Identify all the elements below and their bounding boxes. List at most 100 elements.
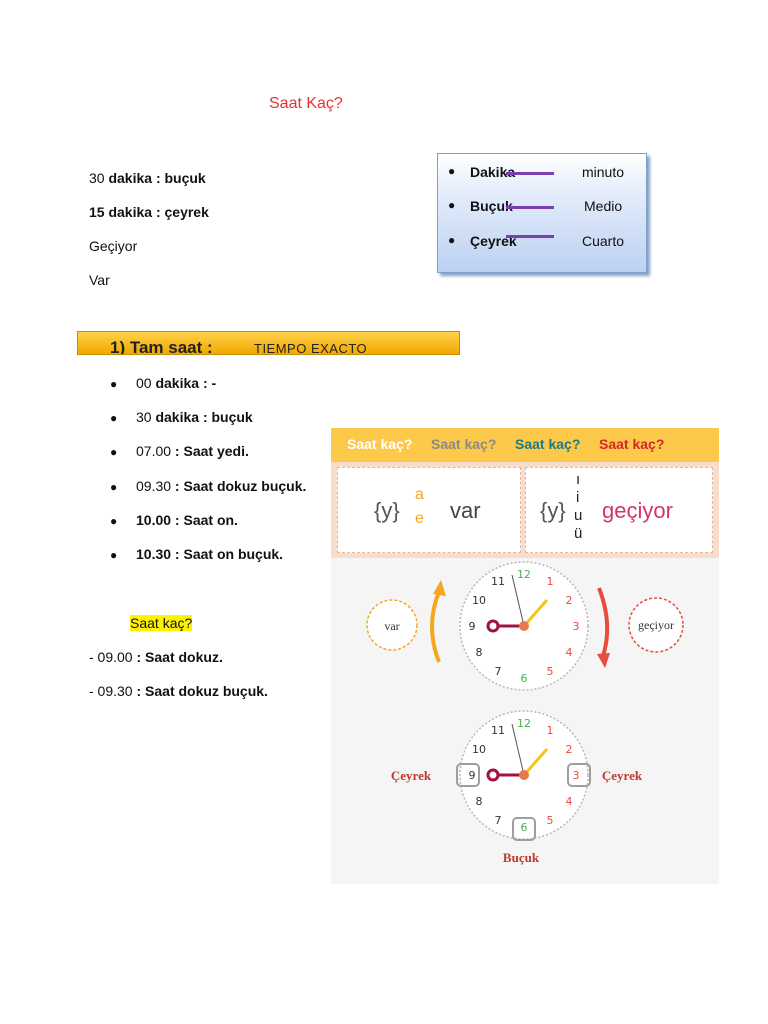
minute-hand [511, 574, 525, 627]
clock-number-8: 8 [476, 795, 483, 808]
vocab-spanish: Cuarto [582, 233, 625, 249]
pointer-ring [486, 768, 500, 782]
var-bubble [366, 599, 418, 651]
vowel-option: ü [574, 525, 583, 542]
clock-number-1: 1 [547, 575, 554, 588]
list-number: 10.30 [136, 546, 172, 562]
bullet-icon: ● [448, 198, 456, 212]
clock-number-10: 10 [472, 594, 486, 607]
vocab-row: ● Buçuk Medio [438, 198, 646, 220]
vocab-turkish: Buçuk [470, 198, 513, 214]
list-number: 10.00 [136, 512, 172, 528]
vowel-option: a [415, 486, 424, 503]
clock-center [519, 621, 529, 631]
bullet-icon: ● [110, 377, 118, 391]
list-number: 30 [136, 409, 152, 425]
vowel-option: ı [576, 471, 581, 488]
clock-number-12: 12 [517, 568, 531, 581]
vocab-turkish: Çeyrek [470, 233, 517, 249]
list-item: ●30 dakika : buçuk [110, 409, 253, 425]
connector-line [506, 235, 554, 238]
header-question: Saat kaç? [431, 436, 497, 452]
vowel-option: e [415, 510, 424, 527]
ceyrek-label-right: Çeyrek [602, 768, 643, 783]
ceyrek-label-left: Çeyrek [391, 768, 432, 783]
list-item: ●10.30 : Saat on buçuk. [110, 546, 283, 562]
bucuk-label: Buçuk [503, 850, 540, 865]
connector-line [506, 172, 554, 175]
connector-line [506, 206, 554, 209]
half-box-6 [512, 817, 536, 841]
arrow-head-icon [597, 653, 610, 668]
intro-text: dakika : buçuk [104, 170, 206, 186]
quarter-box-3 [567, 763, 591, 787]
list-text: : Saat on. [171, 512, 238, 528]
header-question: Saat kaç? [599, 436, 665, 452]
clock-number-8: 8 [476, 646, 483, 659]
clock-number-9: 9 [469, 769, 476, 782]
bullet-icon: ● [448, 233, 456, 247]
clock-number-4: 4 [566, 646, 573, 659]
dash-line: - 09.30 : Saat dokuz buçuk. [89, 683, 268, 699]
dash-number: - 09.30 [89, 683, 133, 699]
clock-number-11: 11 [491, 575, 505, 588]
counterclockwise-arrow [430, 591, 441, 663]
list-number: 09.30 [136, 478, 172, 494]
clock-number-12: 12 [517, 717, 531, 730]
minute-hand [511, 723, 525, 776]
intro-number: 30 [89, 170, 105, 186]
banner-translation: TIEMPO EXACTO [254, 341, 368, 355]
geciyor-label: geçiyor [638, 618, 674, 632]
intro-line-geciyor: Geçiyor [89, 238, 138, 254]
clock-number-6: 6 [521, 821, 528, 834]
highlighted-text: Saat kaç? [130, 615, 193, 631]
buffer-letter: {y} [540, 498, 566, 523]
pointer-ring [486, 619, 500, 633]
list-number: 00 [136, 375, 152, 391]
bullet-icon: ● [110, 445, 118, 459]
dash-number: - 09.00 [89, 649, 133, 665]
intro-line-var: Var [89, 272, 110, 288]
clock-number-10: 10 [472, 743, 486, 756]
list-text: : Saat dokuz buçuk. [171, 478, 307, 494]
quarter-box-9 [456, 763, 480, 787]
clock-number-3: 3 [573, 769, 580, 782]
arrow-head-icon [433, 580, 446, 596]
vocabulary-box: ● Dakika minuto ● Buçuk Medio ● Çeyrek C… [437, 153, 647, 273]
clock-number-7: 7 [495, 665, 502, 678]
suffix-word: geçiyor [602, 498, 673, 523]
clock-infographic: Saat kaç? Saat kaç? Saat kaç? Saat kaç? … [331, 428, 719, 884]
intro-line-ceyrek: 15 dakika : çeyrek [89, 204, 209, 220]
page-title: Saat Kaç? [269, 95, 343, 112]
var-label: var [384, 619, 399, 633]
clock-number-6: 6 [521, 672, 528, 685]
clock-number-5: 5 [547, 814, 554, 827]
clock-center [519, 770, 529, 780]
vocab-spanish: Medio [584, 198, 623, 214]
clock-number-5: 5 [547, 665, 554, 678]
hour-hand [522, 599, 549, 627]
banner-heading: 1) Tam saat : [110, 338, 213, 355]
header-question: Saat kaç? [515, 436, 581, 452]
suffix-word: var [450, 498, 481, 523]
section-banner: 1) Tam saat : TIEMPO EXACTO [77, 331, 460, 355]
bullet-icon: ● [448, 164, 456, 178]
hour-hand [522, 748, 549, 776]
clock-number-3: 3 [573, 620, 580, 633]
vowel-option: i [576, 489, 580, 506]
list-item: ●07.00 : Saat yedi. [110, 443, 249, 459]
geciyor-bubble [628, 597, 684, 653]
suffix-panel-var: {y} a e var [337, 467, 521, 553]
intro-number: 15 [89, 204, 105, 220]
clockwise-arrow [597, 587, 610, 657]
highlight-question: Saat kaç? [130, 615, 193, 631]
dash-line: - 09.00 : Saat dokuz. [89, 649, 223, 665]
list-number: 07.00 [136, 443, 172, 459]
suffix-strip: {y} a e var {y} ı i u ü geçiyor [331, 462, 719, 558]
bullet-icon: ● [110, 514, 118, 528]
